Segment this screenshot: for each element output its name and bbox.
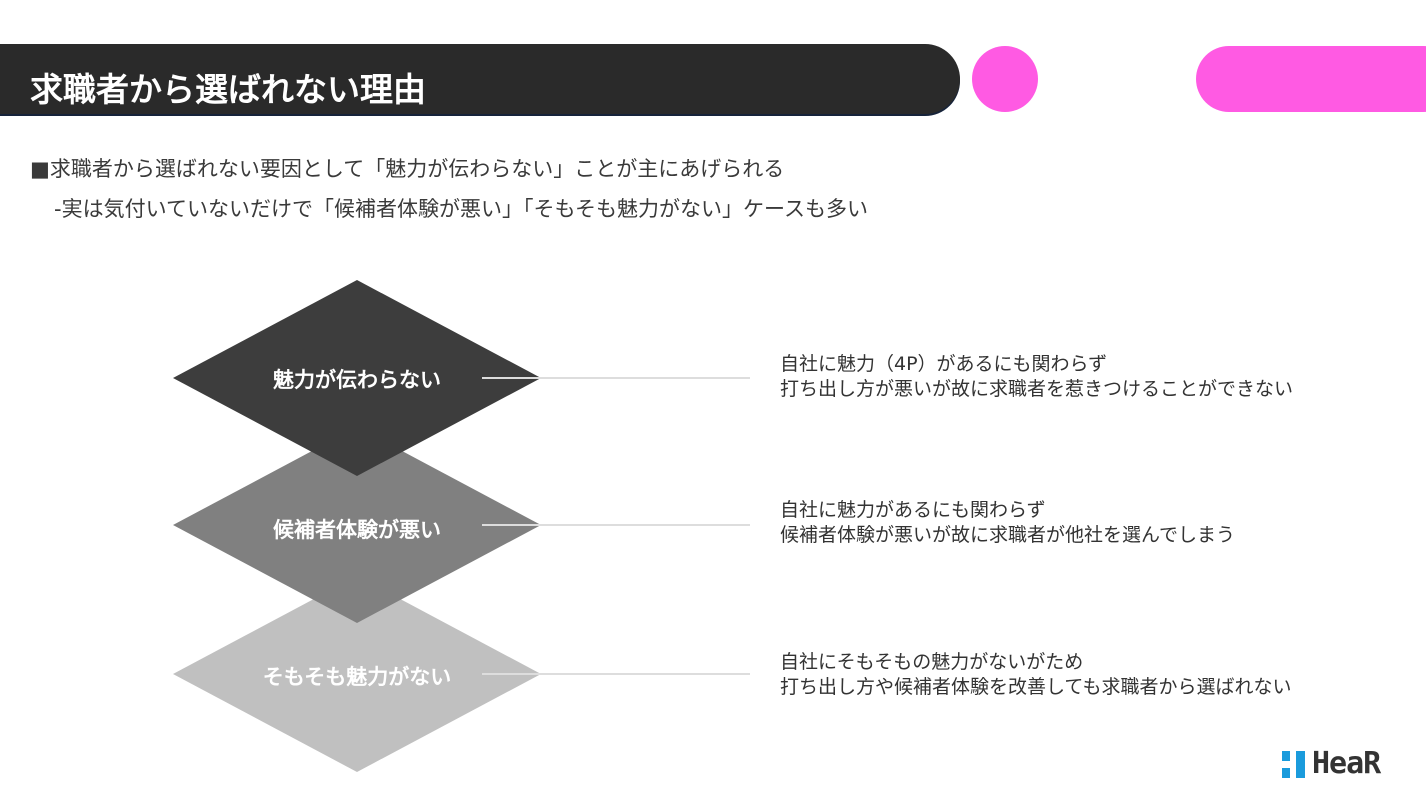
reason-label-1: 魅力が伝わらない <box>273 368 441 392</box>
bullet-main: ■求職者から選ばれない要因として「魅力が伝わらない」ことが主にあげられる <box>30 157 785 181</box>
reason-desc-3-line1: 自社にそもそもの魅力がないがため <box>780 651 1084 673</box>
bullet-sub: -実は気付いていないだけで「候補者体験が悪い」「そもそも魅力がない」ケースも多い <box>54 197 868 221</box>
reason-desc-2-line1: 自社に魅力があるにも関わらず <box>780 499 1046 521</box>
page-title: 求職者から選ばれない理由 <box>30 70 426 109</box>
title-bar <box>0 44 960 114</box>
reason-desc-3-line2: 打ち出し方や候補者体験を改善しても求職者から選ばれない <box>780 676 1292 698</box>
logo-mark <box>1282 768 1290 778</box>
reason-label-2: 候補者体験が悪い <box>273 518 441 542</box>
reason-desc-1: 自社に魅力（4P）があるにも関わらず 打ち出し方が悪いが故に求職者を惹きつけるこ… <box>780 352 1293 402</box>
diamond-1 <box>173 280 541 476</box>
reason-desc-1-line1: 自社に魅力（4P）があるにも関わらず <box>780 353 1108 375</box>
logo-text: HeaR <box>1312 746 1381 781</box>
reason-desc-2-line2: 候補者体験が悪いが故に求職者が他社を選んでしまう <box>780 524 1236 546</box>
diamond-2 <box>173 427 541 623</box>
reason-label-3: そもそも魅力がない <box>262 665 452 689</box>
reason-desc-2: 自社に魅力があるにも関わらず 候補者体験が悪いが故に求職者が他社を選んでしまう <box>780 498 1235 548</box>
decorative-pink-pill <box>1196 46 1426 112</box>
logo-mark <box>1282 751 1290 761</box>
reason-desc-1-line2: 打ち出し方が悪いが故に求職者を惹きつけることができない <box>780 378 1294 400</box>
decorative-pink-circle <box>972 46 1038 112</box>
logo-mark <box>1296 751 1305 778</box>
reason-desc-3: 自社にそもそもの魅力がないがため 打ち出し方や候補者体験を改善しても求職者から選… <box>780 650 1291 700</box>
hear-logo: HeaR <box>1282 746 1402 784</box>
diamond-3 <box>173 576 541 772</box>
